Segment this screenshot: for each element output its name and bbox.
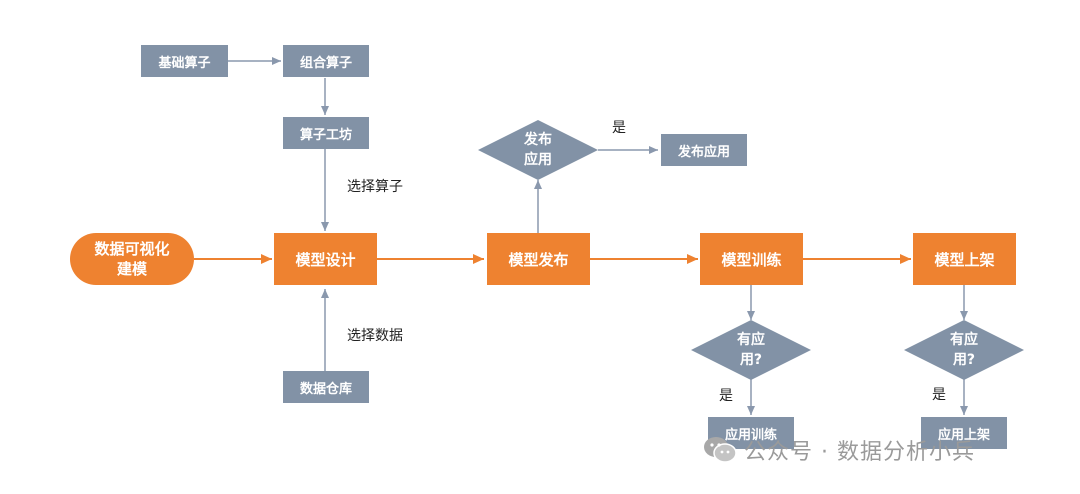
decision-diamond-training — [691, 320, 811, 380]
model-design-node: 模型设计 — [274, 233, 377, 285]
training-decision-label: 有应 用? — [737, 332, 765, 368]
app-training-node: 应用训练 — [708, 417, 794, 449]
visual-modeling-node: 数据可视化建模 — [70, 233, 194, 285]
publish-decision-label: 发布 应用 — [524, 132, 552, 168]
publish-app-node: 发布应用 — [661, 134, 747, 166]
model-listing-node: 模型上架 — [913, 233, 1016, 285]
select-operator-label: 选择算子 — [347, 179, 403, 195]
combined-operator-node: 组合算子 — [283, 45, 369, 77]
select-data-label: 选择数据 — [347, 328, 403, 344]
model-publish-node: 模型发布 — [487, 233, 590, 285]
wechat-icon — [704, 437, 737, 463]
watermark: 公众号 · 数据分析小兵 — [702, 432, 975, 468]
yes-training-label: 是 — [719, 388, 733, 404]
operator-workshop-node: 算子工坊 — [283, 117, 369, 149]
data-warehouse-node: 数据仓库 — [283, 371, 369, 403]
basic-operator-node: 基础算子 — [141, 45, 228, 77]
yes-publish-label: 是 — [612, 120, 626, 136]
app-listing-node: 应用上架 — [921, 417, 1007, 449]
listing-decision-label: 有应 用? — [950, 332, 978, 368]
decision-diamond-listing — [904, 320, 1024, 380]
watermark-text: 公众号 · 数据分析小兵 — [744, 440, 975, 465]
decision-diamond-publish — [478, 120, 598, 180]
model-training-node: 模型训练 — [700, 233, 803, 285]
yes-listing-label: 是 — [932, 387, 946, 403]
